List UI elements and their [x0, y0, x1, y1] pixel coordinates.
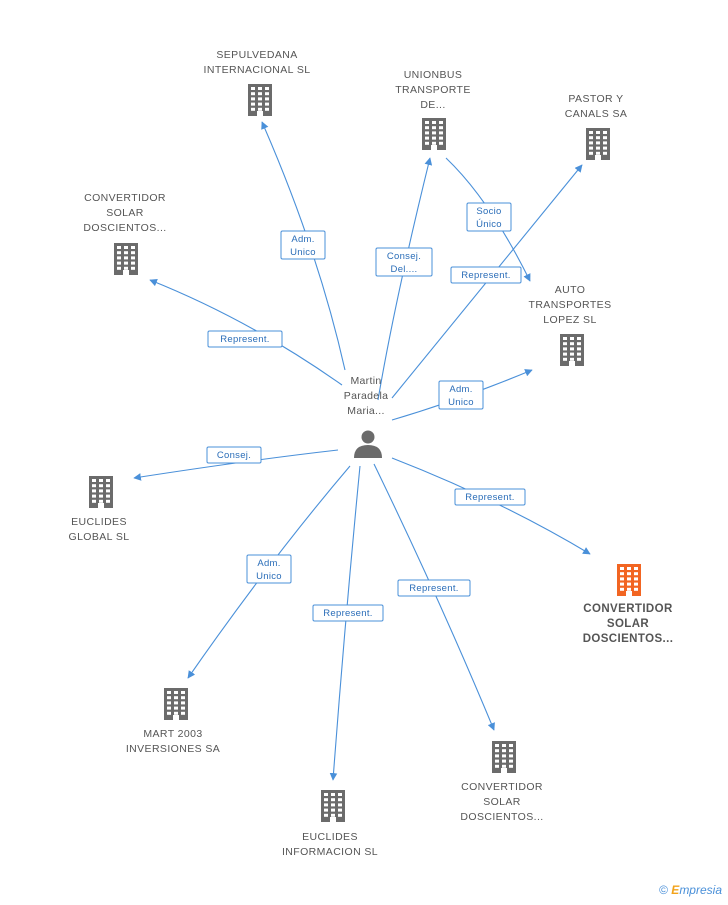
company-node-unionbus[interactable]: UNIONBUS TRANSPORTE DE...: [395, 69, 471, 150]
person-name-line: Maria...: [347, 405, 384, 417]
edge-label-auto[interactable]: Adm. Unico: [438, 380, 484, 410]
person-name-line: Martin: [351, 375, 382, 387]
edge-label-euclides_global[interactable]: Consej.: [206, 446, 262, 464]
edge-label-text: Adm.: [449, 384, 472, 395]
company-node-convertidor_main[interactable]: CONVERTIDOR SOLAR DOSCIENTOS...: [583, 564, 674, 645]
company-name-line: SOLAR: [483, 796, 521, 808]
edge-label-text: Consej.: [217, 450, 251, 461]
edge-label-convertidor1[interactable]: Represent.: [207, 330, 283, 348]
edge-label-text: Unico: [448, 397, 474, 408]
company-name-line: EUCLIDES: [71, 516, 127, 528]
edge-label-text: Represent.: [409, 583, 458, 594]
person-name-line: Paradela: [344, 390, 388, 402]
company-name-line: INTERNACIONAL SL: [204, 64, 311, 76]
company-node-sepulvedana[interactable]: SEPULVEDANA INTERNACIONAL SL: [204, 49, 311, 116]
company-name-line: DOSCIENTOS...: [83, 222, 166, 234]
company-node-euclides_info[interactable]: EUCLIDES INFORMACION SL: [282, 790, 378, 858]
building-icon[interactable]: [321, 790, 345, 822]
edge-label-convertidor_main[interactable]: Represent.: [454, 488, 526, 506]
company-name-line: SOLAR: [607, 618, 650, 630]
edge-label-convertidor3[interactable]: Represent.: [397, 579, 471, 597]
company-name-line: AUTO: [555, 284, 586, 296]
company-name-line: INVERSIONES SA: [126, 743, 220, 755]
edge-label-text: Represent.: [220, 334, 269, 345]
company-name-line: DE...: [420, 99, 445, 111]
edge-line-pastor: [391, 164, 583, 399]
edge-label-unionbus[interactable]: Consej. Del....: [375, 247, 433, 277]
company-name-line: CANALS SA: [565, 108, 628, 120]
building-icon[interactable]: [560, 334, 584, 366]
edge-label-text: Del....: [391, 264, 418, 275]
edge-line-unionbus: [377, 157, 433, 401]
company-name-line: TRANSPORTE: [395, 84, 471, 96]
building-icon[interactable]: [248, 84, 272, 116]
edge-label-text: Socio: [476, 206, 501, 217]
edge-label-text: Represent.: [465, 492, 514, 503]
company-name-line: CONVERTIDOR: [583, 603, 673, 615]
edge-label-text: Unico: [290, 247, 316, 258]
person-icon: [354, 430, 382, 458]
edge-label-pastor[interactable]: Represent.: [450, 266, 522, 284]
company-name-line: INFORMACION SL: [282, 846, 378, 858]
building-icon[interactable]: [617, 564, 641, 596]
brand-logo-text: mpresia: [679, 883, 722, 897]
edge-line-convertidor1: [149, 279, 343, 386]
company-node-pastor[interactable]: PASTOR Y CANALS SA: [565, 93, 628, 160]
edge-label-sepulvedana[interactable]: Adm. Unico: [280, 230, 326, 260]
company-name-line: PASTOR Y: [568, 93, 623, 105]
company-name-line: UNIONBUS: [404, 69, 463, 81]
company-name-line: LOPEZ SL: [543, 314, 596, 326]
company-node-euclides_global[interactable]: EUCLIDES GLOBAL SL: [69, 476, 130, 543]
company-name-line: EUCLIDES: [302, 831, 358, 843]
company-node-convertidor1[interactable]: CONVERTIDOR SOLAR DOSCIENTOS...: [83, 192, 166, 275]
building-icon[interactable]: [492, 741, 516, 773]
copyright-icon: ©: [659, 883, 668, 897]
copyright-brand[interactable]: © Empresia: [659, 883, 722, 897]
edge-line-convertidor_main: [391, 457, 591, 555]
building-icon[interactable]: [164, 688, 188, 720]
company-name-line: DOSCIENTOS...: [583, 633, 674, 645]
company-name-line: MART 2003: [143, 728, 202, 740]
edge-label-text: Adm.: [257, 558, 280, 569]
company-node-convertidor3[interactable]: CONVERTIDOR SOLAR DOSCIENTOS...: [460, 741, 543, 823]
edge-label-mart[interactable]: Adm. Unico: [246, 554, 292, 584]
company-name-line: CONVERTIDOR: [84, 192, 166, 204]
edge-label-text: Adm.: [291, 234, 314, 245]
building-icon[interactable]: [89, 476, 113, 508]
company-name-line: SEPULVEDANA: [216, 49, 297, 61]
company-name-line: DOSCIENTOS...: [460, 811, 543, 823]
company-name-line: GLOBAL SL: [69, 531, 130, 543]
edge-line-euclides_info: [329, 465, 361, 781]
edge-label-euclides_info[interactable]: Represent.: [312, 604, 384, 622]
building-icon[interactable]: [586, 128, 610, 160]
edge-label-text: Consej.: [387, 251, 421, 262]
edge-label-text: Represent.: [461, 270, 510, 281]
company-name-line: SOLAR: [106, 207, 144, 219]
edge-label-text: Único: [476, 219, 502, 230]
company-node-auto[interactable]: AUTO TRANSPORTES LOPEZ SL: [529, 284, 612, 366]
company-name-line: TRANSPORTES: [529, 299, 612, 311]
center-person-node[interactable]: MartinParadelaMaria...: [344, 375, 388, 458]
edge-line-convertidor3: [373, 463, 495, 731]
edge-label-text: Represent.: [323, 608, 372, 619]
building-icon[interactable]: [422, 118, 446, 150]
building-icon[interactable]: [114, 243, 138, 275]
brand-logo-initial: E: [671, 883, 680, 897]
company-name-line: CONVERTIDOR: [461, 781, 543, 793]
edge-label-text: Unico: [256, 571, 282, 582]
